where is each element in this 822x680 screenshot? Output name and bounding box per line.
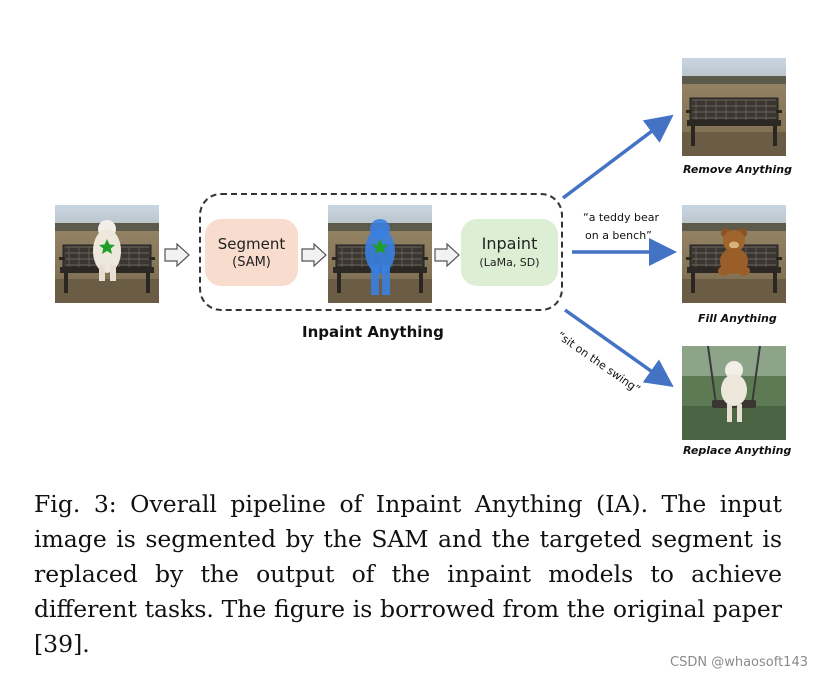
segment-subtitle: (SAM) [232, 254, 271, 270]
segment-stage: Segment (SAM) [205, 219, 298, 286]
output-remove-label: Remove Anything [683, 163, 792, 176]
figure-caption: Fig. 3: Overall pipeline of Inpaint Anyt… [34, 490, 782, 658]
inpaint-anything-frame [199, 193, 563, 311]
chevron-right-icon [163, 242, 191, 268]
point-prompt-star-icon [372, 239, 388, 254]
arrow-to-remove [561, 114, 674, 200]
segment-title: Segment [217, 234, 286, 253]
point-prompt-star-icon [99, 239, 115, 254]
output-fill-image [682, 205, 786, 303]
inpaint-title: Inpaint [481, 233, 538, 253]
inpaint-stage: Inpaint (LaMa, SD) [461, 219, 558, 286]
input-image [55, 205, 159, 303]
chevron-right-icon [433, 242, 461, 268]
output-fill-label: Fill Anything [698, 312, 777, 325]
frame-title: Inpaint Anything [302, 323, 444, 341]
arrow-to-replace [563, 308, 674, 388]
fill-prompt-line1: “a teddy bear [583, 211, 660, 224]
inpaint-subtitle: (LaMa, SD) [479, 255, 540, 269]
output-replace-image [682, 346, 786, 440]
output-remove-image [682, 58, 786, 156]
fill-prompt-line2: on a bench” [585, 229, 652, 242]
masked-image [328, 205, 432, 303]
chevron-right-icon [300, 242, 328, 268]
output-replace-label: Replace Anything [683, 444, 792, 457]
watermark: CSDN @whaosoft143 [670, 655, 808, 670]
